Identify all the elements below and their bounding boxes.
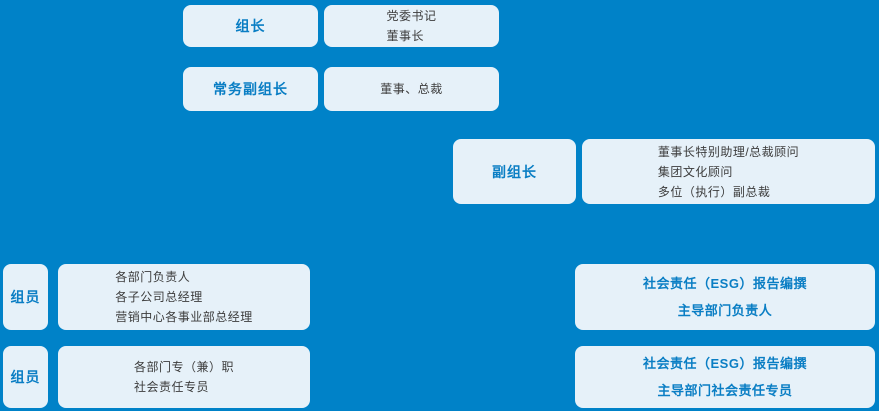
member-group-2-role-label: 组员	[10, 369, 41, 385]
deputy-leader-members-box: 董事长特别助理/总裁顾问 集团文化顾问 多位（执行）副总裁	[582, 139, 875, 204]
deputy-leader-role-label: 副组长	[492, 163, 537, 180]
esg-report-lead-box: 社会责任（ESG）报告编撰 主导部门负责人	[575, 264, 875, 330]
esg-report-specialist-line: 主导部门社会责任专员	[657, 383, 793, 398]
member-line: 营销中心各事业部总经理	[115, 310, 253, 324]
member-group-1-members-box: 各部门负责人 各子公司总经理 营销中心各事业部总经理	[58, 264, 310, 330]
member-group-2-members-text: 各部门专（兼）职 社会责任专员	[134, 357, 234, 397]
leader-members-text: 党委书记 董事长	[386, 6, 436, 46]
esg-report-lead-line: 社会责任（ESG）报告编撰	[643, 276, 807, 291]
member-line: 董事、总裁	[380, 82, 443, 96]
page-background-strip	[0, 411, 879, 414]
esg-report-lead-line: 主导部门负责人	[677, 303, 773, 318]
executive-deputy-leader-members-box: 董事、总裁	[324, 67, 499, 111]
leader-role-box: 组长	[183, 5, 318, 47]
member-line: 各子公司总经理	[115, 290, 203, 304]
esg-report-specialist-line: 社会责任（ESG）报告编撰	[643, 356, 807, 371]
executive-deputy-leader-role-box: 常务副组长	[183, 67, 318, 111]
member-group-1-role-box: 组员	[3, 264, 48, 330]
member-line: 集团文化顾问	[657, 164, 733, 179]
member-line: 党委书记	[386, 9, 437, 23]
executive-deputy-leader-role-label: 常务副组长	[213, 81, 288, 97]
member-line: 董事长	[386, 29, 424, 43]
member-group-1-role-label: 组员	[10, 289, 41, 305]
member-line: 各部门专（兼）职	[133, 360, 234, 374]
member-group-1-members-text: 各部门负责人 各子公司总经理 营销中心各事业部总经理	[115, 267, 253, 327]
leader-role-label: 组长	[235, 18, 266, 34]
esg-report-specialist-box: 社会责任（ESG）报告编撰 主导部门社会责任专员	[575, 346, 875, 408]
member-line: 各部门负责人	[115, 270, 191, 284]
deputy-leader-members-text: 董事长特别助理/总裁顾问 集团文化顾问 多位（执行）副总裁	[658, 142, 799, 202]
deputy-leader-role-box: 副组长	[453, 139, 576, 204]
leader-members-box: 党委书记 董事长	[324, 5, 499, 47]
member-line: 董事长特别助理/总裁顾问	[657, 144, 800, 159]
member-group-2-members-box: 各部门专（兼）职 社会责任专员	[58, 346, 310, 408]
member-line: 多位（执行）副总裁	[657, 184, 771, 199]
member-line: 社会责任专员	[133, 380, 209, 394]
member-group-2-role-box: 组员	[3, 346, 48, 408]
executive-deputy-leader-members-text: 董事、总裁	[380, 79, 443, 99]
